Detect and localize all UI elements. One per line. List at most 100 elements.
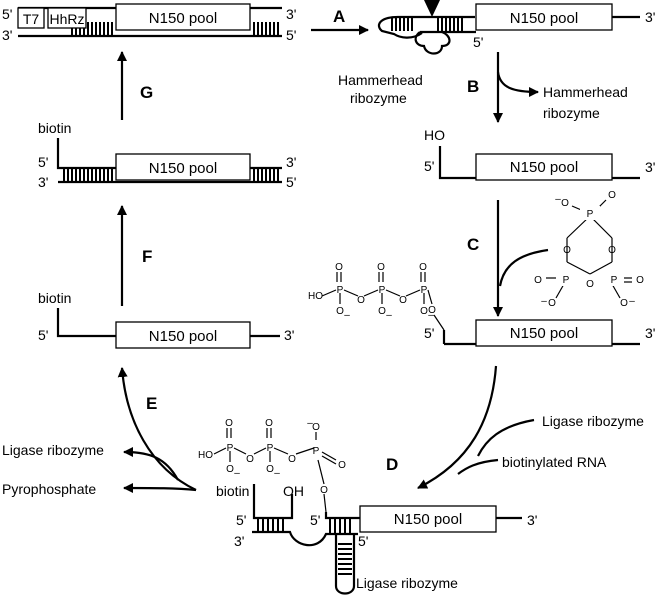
svg-text:HO: HO — [198, 450, 213, 461]
pyrophosphate-label: Pyrophosphate — [2, 481, 96, 497]
svg-text:O: O — [428, 305, 436, 316]
svg-text:O: O — [399, 295, 407, 306]
svg-text:O: O — [534, 275, 542, 286]
hammerhead-label: Hammerhead — [338, 72, 423, 88]
duplex-hatch — [63, 168, 279, 182]
pool-label: N150 pool — [510, 10, 578, 27]
svg-text:–: – — [344, 310, 350, 321]
svg-text:O: O — [561, 198, 569, 209]
arrow-d — [417, 365, 498, 489]
pool-label: N150 pool — [149, 328, 217, 345]
ligase-ribozyme-label: Ligase ribozyme — [542, 413, 644, 429]
biotinylated-product: N150 pool biotin 5' 3' — [38, 290, 294, 349]
biotin-label: biotin — [216, 483, 249, 499]
svg-text:O: O — [620, 298, 628, 309]
svg-text:O: O — [288, 454, 296, 465]
cleavage-site-marker — [424, 0, 440, 17]
step-a-label: A — [333, 7, 345, 26]
three-prime-label: 3' — [645, 159, 655, 175]
svg-text:–: – — [555, 194, 561, 205]
pool-label: N150 pool — [510, 159, 578, 176]
three-prime-label: 3' — [286, 154, 296, 170]
five-prime-label: 5' — [286, 174, 296, 190]
svg-text:O: O — [226, 464, 234, 475]
pool-label: N150 pool — [149, 10, 217, 27]
five-prime-label: 5' — [358, 533, 368, 549]
pool-box — [115, 3, 251, 31]
biotin-label: biotin — [38, 120, 71, 136]
arrow-c-join — [498, 248, 549, 287]
triphosphorylated-rna: N150 pool 5' 3' — [424, 319, 655, 347]
pool-label: N150 pool — [510, 325, 578, 342]
five-prime-label: 5' — [2, 6, 12, 22]
svg-text:O: O — [420, 306, 428, 317]
five-prime-label: 5' — [310, 512, 320, 528]
pool-label: N150 pool — [149, 160, 217, 177]
svg-text:P: P — [379, 285, 386, 296]
step-e-label: E — [146, 394, 157, 413]
three-prime-label: 3' — [645, 9, 655, 25]
three-prime-label: 3' — [38, 174, 48, 190]
arrow-e-ligase-release — [123, 447, 179, 481]
svg-text:O: O — [338, 460, 346, 471]
pool-box — [475, 153, 613, 181]
arrow-e — [117, 367, 197, 491]
ligase-hairpin-hatch — [338, 543, 352, 575]
five-prime-label: 5' — [286, 27, 296, 43]
three-prime-label: 3' — [234, 533, 244, 549]
svg-text:P: P — [611, 275, 618, 286]
svg-text:O: O — [320, 485, 328, 496]
pool-box — [475, 319, 613, 347]
svg-text:O: O — [336, 306, 344, 317]
svg-text:P: P — [337, 285, 344, 296]
arrow-e-pyrophosphate-release — [123, 483, 197, 494]
arrow-d-biotin-join — [457, 458, 499, 475]
cleaved-rna: N150 pool HO 5' 3' — [424, 127, 655, 181]
svg-text:O: O — [586, 279, 594, 290]
hammerhead-label: ribozyme — [543, 105, 600, 121]
svg-text:O: O — [608, 190, 616, 201]
svg-text:O: O — [246, 454, 254, 465]
five-prime-label: 5' — [38, 327, 48, 343]
svg-text:O: O — [563, 245, 571, 256]
svg-text:O: O — [357, 295, 365, 306]
three-prime-label: 3' — [284, 327, 294, 343]
svg-text:O: O — [335, 262, 343, 273]
svg-text:P: P — [421, 285, 428, 296]
pool-box — [475, 3, 613, 31]
five-prime-label: 5' — [424, 158, 434, 174]
svg-text:O: O — [608, 245, 616, 256]
ho-label: HO — [424, 127, 445, 143]
pool-label: N150 pool — [394, 511, 462, 528]
arrow-d-ligase-join — [477, 418, 535, 457]
svg-text:–: – — [234, 468, 240, 479]
hammerhead-label: Hammerhead — [543, 84, 628, 100]
triphosphate-chain: HO P P P O O O O O O O – O – O – — [308, 262, 445, 331]
step-g-label: G — [140, 83, 153, 102]
three-prime-label: 3' — [2, 27, 12, 43]
five-prime-label: 5' — [38, 154, 48, 170]
svg-text:P: P — [313, 446, 320, 457]
pool-box — [115, 321, 251, 349]
three-prime-label: 3' — [527, 512, 537, 528]
svg-text:–: – — [274, 468, 280, 479]
svg-text:–: – — [428, 310, 434, 321]
five-prime-label: 5' — [473, 34, 483, 50]
ligase-ribozyme-label: Ligase ribozyme — [2, 442, 104, 458]
step-b-label: B — [467, 77, 479, 96]
svg-text:–: – — [386, 310, 392, 321]
svg-text:–: – — [541, 296, 547, 307]
biotinylated-duplex: N150 pool biotin 5' 3' 3' 5' — [38, 120, 296, 190]
step-d-label: D — [386, 455, 398, 474]
svg-text:O: O — [377, 262, 385, 273]
biotinylated-rna-label: biotinylated RNA — [502, 454, 607, 470]
transcript-with-hammerhead: N150 pool 3' 5' Hammerhead ribozyme — [338, 0, 655, 106]
svg-text:O: O — [225, 418, 233, 429]
svg-text:O: O — [266, 464, 274, 475]
svg-text:O: O — [636, 275, 644, 286]
svg-text:O: O — [419, 262, 427, 273]
svg-text:O: O — [312, 422, 320, 433]
svg-text:O: O — [548, 298, 556, 309]
svg-text:P: P — [227, 443, 234, 454]
svg-text:P: P — [587, 209, 594, 220]
